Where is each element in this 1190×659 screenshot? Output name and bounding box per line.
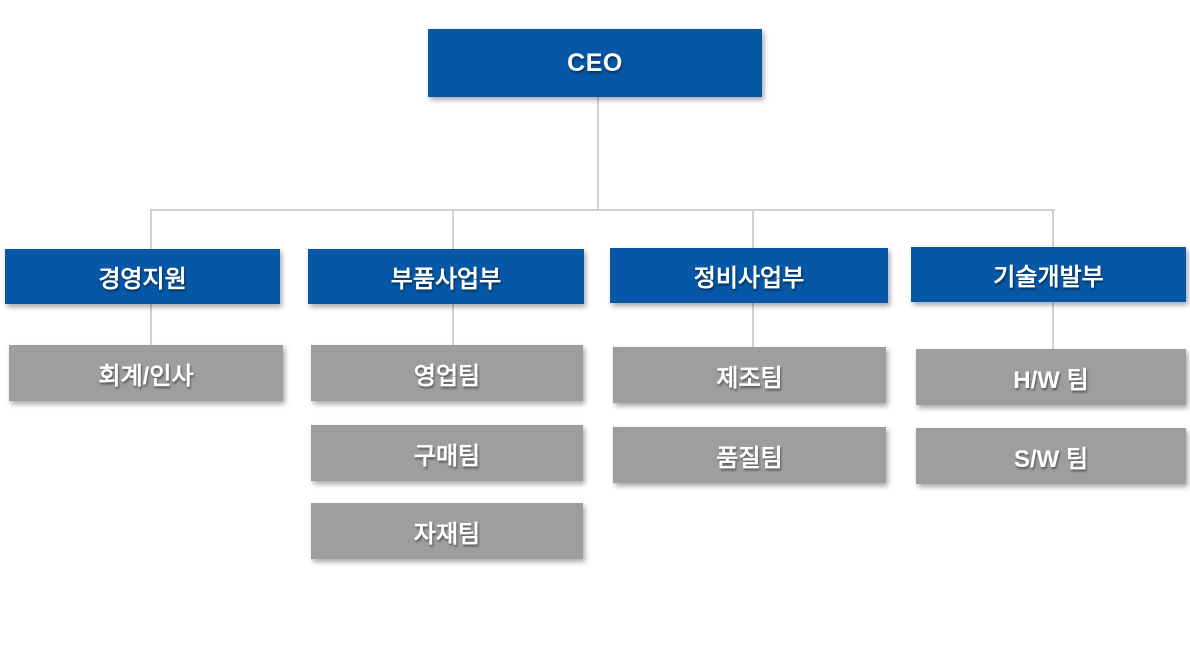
team-node: 영업팀 [311, 345, 583, 401]
team-node: 회계/인사 [9, 345, 283, 401]
team-node: 자재팀 [311, 503, 583, 559]
department-node: 기술개발부 [911, 247, 1186, 302]
team-node: 구매팀 [311, 425, 583, 481]
ceo-node: CEO [428, 29, 762, 97]
team-node: H/W 팀 [916, 349, 1186, 405]
department-node: 부품사업부 [308, 249, 584, 304]
connector-horizontal-bar [150, 209, 1055, 211]
department-node: 정비사업부 [610, 248, 888, 303]
connector-ceo-stem [597, 97, 599, 211]
team-node: 품질팀 [613, 427, 886, 483]
team-node: S/W 팀 [916, 428, 1186, 484]
team-node: 제조팀 [613, 347, 886, 403]
department-node: 경영지원 [5, 249, 280, 304]
